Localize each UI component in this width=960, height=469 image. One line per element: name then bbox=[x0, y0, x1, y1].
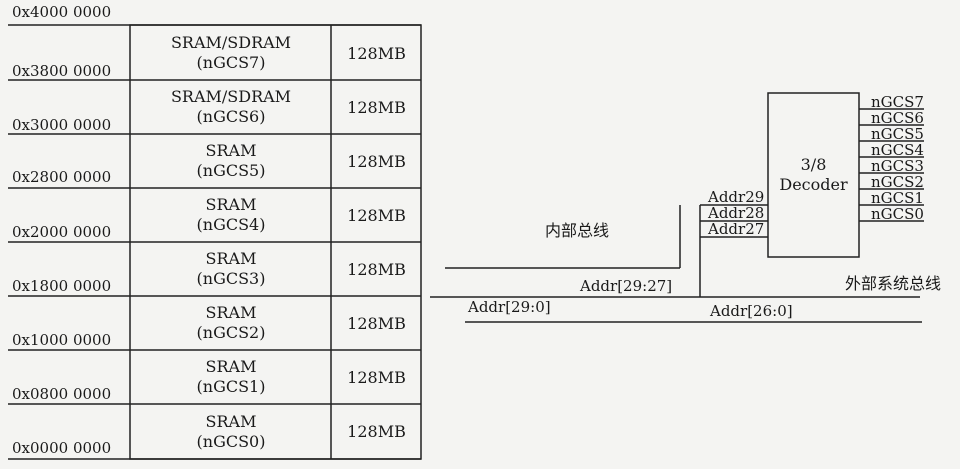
bank-type: SRAM bbox=[205, 195, 257, 214]
bank-ngcs3: SRAM (nGCS3) bbox=[131, 242, 331, 296]
decoder-output-label: nGCS7 bbox=[871, 93, 924, 111]
bank-chip-select: (nGCS7) bbox=[196, 53, 266, 72]
external-bus-label: 外部系统总线 bbox=[845, 274, 942, 293]
address-label: 0x4000 0000 bbox=[12, 3, 112, 21]
bank-type: SRAM bbox=[205, 303, 257, 322]
decoder-output-label: nGCS5 bbox=[871, 125, 924, 143]
bank-size: 128MB bbox=[347, 422, 406, 441]
bank-chip-select: (nGCS5) bbox=[196, 161, 266, 180]
internal-bus-label: 内部总线 bbox=[545, 221, 610, 240]
decoder-input-label: Addr29 bbox=[708, 188, 765, 206]
bank-type: SRAM bbox=[205, 357, 257, 376]
address-label: 0x3000 0000 bbox=[12, 116, 112, 134]
bank-size: 128MB bbox=[347, 313, 406, 333]
address-label: 0x1800 0000 bbox=[12, 277, 112, 295]
decoder-output-label: nGCS3 bbox=[871, 157, 924, 175]
bank-ngcs4: SRAM (nGCS4) bbox=[131, 188, 331, 242]
decoder-output-label: nGCS4 bbox=[871, 141, 924, 159]
address-label: 0x0800 0000 bbox=[12, 385, 112, 403]
bank-size: 128MB bbox=[347, 43, 406, 63]
bank-ngcs5: SRAM (nGCS5) bbox=[131, 134, 331, 188]
decoder-input-label: Addr28 bbox=[708, 204, 765, 222]
bank-chip-select: (nGCS6) bbox=[196, 107, 266, 126]
bank-ngcs0: SRAM (nGCS0) bbox=[131, 404, 331, 459]
bank-type: SRAM bbox=[205, 411, 257, 431]
bank-chip-select: (nGCS3) bbox=[196, 269, 266, 288]
bank-chip-select: (nGCS0) bbox=[196, 431, 266, 451]
bank-chip-select: (nGCS1) bbox=[196, 377, 266, 396]
bank-size: 128MB bbox=[347, 367, 406, 387]
bank-type: SRAM/SDRAM bbox=[170, 33, 292, 52]
addr-29-0-label: Addr[29:0] bbox=[468, 298, 551, 316]
decoder-box bbox=[767, 92, 860, 258]
addr-29-27-label: Addr[29:27] bbox=[580, 277, 673, 295]
bank-type: SRAM bbox=[205, 141, 257, 160]
decoder-output-label: nGCS6 bbox=[871, 109, 924, 127]
decoder-title: 3/8 Decoder bbox=[768, 155, 859, 195]
bank-size: 128MB bbox=[347, 97, 406, 117]
bank-size: 128MB bbox=[347, 151, 406, 171]
bank-ngcs7: SRAM/SDRAM (nGCS7) bbox=[131, 26, 331, 80]
bank-size: 128MB bbox=[347, 259, 406, 279]
address-label: 0x2000 0000 bbox=[12, 223, 112, 241]
address-label: 0x1000 0000 bbox=[12, 331, 112, 349]
address-label: 0x3800 0000 bbox=[12, 62, 112, 80]
decoder-output-label: nGCS0 bbox=[871, 205, 924, 223]
bank-chip-select: (nGCS2) bbox=[196, 323, 266, 342]
bank-type: SRAM/SDRAM bbox=[170, 87, 292, 106]
decoder-output-label: nGCS2 bbox=[871, 173, 924, 191]
bank-size: 128MB bbox=[347, 205, 406, 225]
bank-ngcs6: SRAM/SDRAM (nGCS6) bbox=[131, 80, 331, 134]
decoder-title-line1: 3/8 bbox=[800, 155, 827, 174]
address-label: 0x2800 0000 bbox=[12, 168, 112, 186]
decoder-title-line2: Decoder bbox=[779, 175, 848, 194]
addr-26-0-label: Addr[26:0] bbox=[710, 302, 793, 320]
bank-ngcs2: SRAM (nGCS2) bbox=[131, 296, 331, 350]
bank-ngcs1: SRAM (nGCS1) bbox=[131, 350, 331, 404]
bank-chip-select: (nGCS4) bbox=[196, 215, 266, 234]
decoder-input-label: Addr27 bbox=[708, 220, 765, 238]
bank-type: SRAM bbox=[205, 249, 257, 268]
decoder-output-label: nGCS1 bbox=[871, 189, 924, 207]
address-label: 0x0000 0000 bbox=[12, 439, 112, 457]
